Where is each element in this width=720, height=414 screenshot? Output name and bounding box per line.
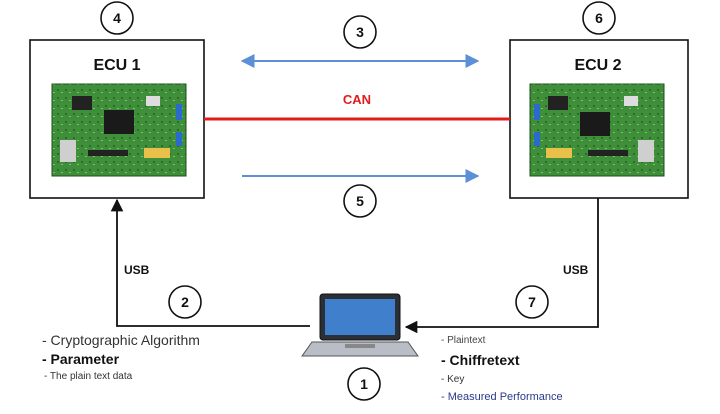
note-key: - Key — [441, 374, 465, 385]
svg-text:3: 3 — [356, 24, 364, 40]
ecu1-title: ECU 1 — [93, 57, 140, 74]
svg-text:7: 7 — [528, 294, 536, 310]
badge-4: 4 — [100, 1, 134, 35]
laptop-icon — [301, 293, 419, 357]
svg-text:2: 2 — [181, 294, 189, 310]
note-measured-performance: - Measured Performance — [441, 391, 563, 403]
note-plaintext: - Plaintext — [441, 335, 486, 346]
badge-3: 3 — [343, 15, 377, 49]
svg-text:1: 1 — [360, 376, 368, 392]
left-usb-link — [110, 198, 310, 327]
badge-5: 5 — [343, 184, 377, 218]
note-plain-text-data: - The plain text data — [44, 371, 133, 382]
svg-text:4: 4 — [113, 10, 121, 26]
note-cryptographic-algorithm: - Cryptographic Algorithm — [42, 332, 200, 348]
can-label: CAN — [343, 92, 371, 107]
svg-text:6: 6 — [595, 10, 603, 26]
ecu2-node: ECU 2 — [509, 39, 689, 199]
ecu2-title: ECU 2 — [574, 57, 621, 74]
right-usb-link — [404, 198, 599, 334]
svg-text:5: 5 — [356, 193, 364, 209]
ecu2-board-icon — [529, 83, 665, 177]
badge-7: 7 — [515, 285, 549, 319]
badge-2: 2 — [168, 285, 202, 319]
note-chiffretext: - Chiffretext — [441, 352, 520, 368]
left-usb-label: USB — [124, 263, 150, 277]
ecu1-node: ECU 1 — [29, 39, 205, 199]
ecu1-board-icon — [51, 83, 187, 177]
badge-1: 1 — [347, 367, 381, 401]
right-usb-label: USB — [563, 263, 589, 277]
badge-6: 6 — [582, 1, 616, 35]
note-parameter: - Parameter — [42, 351, 120, 367]
